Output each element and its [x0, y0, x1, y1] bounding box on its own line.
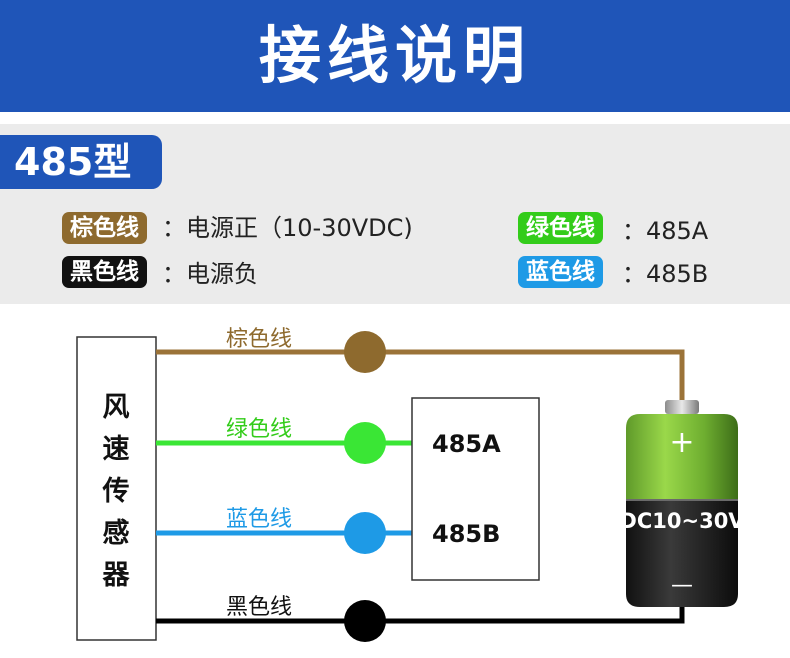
green-wire-node — [344, 422, 386, 464]
blue-wire-node — [344, 512, 386, 554]
battery-label: DC10~30V — [619, 509, 745, 533]
legend-text-black: ：电源负 — [162, 260, 258, 288]
black-wire-label: 黑色线 — [226, 595, 292, 620]
green-wire-label: 绿色线 — [226, 417, 292, 442]
page-title: 接线说明 — [258, 19, 531, 92]
sensor-box — [76, 336, 157, 641]
wiring-diagram: 风 速 传 感 器 棕色线 绿色线 蓝色线 黑色线 485A 485B + DC… — [76, 327, 745, 642]
brown-wire-label: 棕色线 — [226, 327, 292, 352]
legend-chip-green: 绿色线 — [518, 212, 603, 244]
legend-text-green: ：485A — [622, 217, 709, 245]
brown-wire — [156, 349, 685, 402]
legend-text-blue: ：485B — [622, 260, 709, 288]
type-label: 485型 — [14, 140, 132, 184]
signal-box-485a: 485A — [432, 430, 501, 458]
signal-box — [411, 397, 540, 581]
brown-wire-node — [344, 331, 386, 373]
legend-text-brown: ：电源正（10-30VDC) — [162, 214, 413, 242]
battery: + DC10~30V — — [619, 400, 745, 607]
sensor-label-char: 感 — [103, 517, 130, 549]
battery-minus-icon: — — [671, 573, 693, 598]
legend-chip-blue: 蓝色线 — [518, 256, 603, 288]
black-wire-node — [344, 600, 386, 642]
signal-box-485b: 485B — [432, 520, 500, 548]
sensor-label-char: 速 — [103, 434, 130, 465]
sensor-label-char: 风 — [103, 392, 130, 423]
black-wire — [156, 601, 685, 624]
legend-chip-black: 黑色线 — [62, 256, 147, 288]
sensor-label-char: 传 — [102, 476, 130, 507]
type-tab: 485型 — [0, 135, 162, 189]
header-banner: 接线说明 — [0, 0, 790, 112]
battery-plus-icon: + — [669, 425, 694, 460]
sensor-label-char: 器 — [102, 560, 131, 591]
blue-wire-label: 蓝色线 — [226, 507, 292, 532]
legend-chip-brown: 棕色线 — [62, 212, 147, 244]
